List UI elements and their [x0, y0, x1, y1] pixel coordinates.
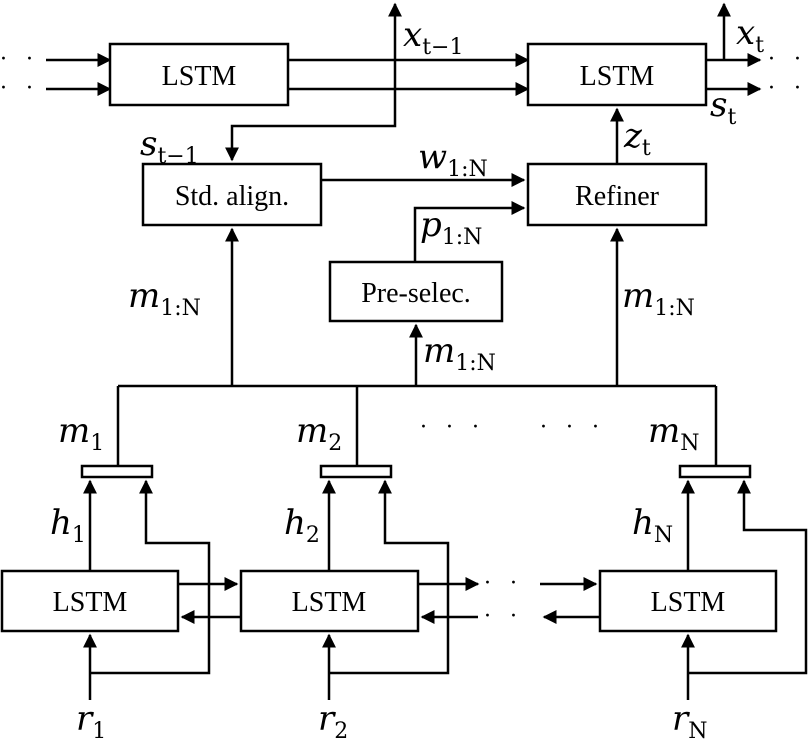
refiner-label: Refiner	[575, 181, 660, 212]
lstm-prev-box	[108, 42, 290, 107]
encoder-lstm-2-label: LSTM	[292, 587, 367, 618]
std-align-label: Std. align.	[175, 181, 289, 212]
skip-r2	[329, 479, 450, 675]
encoder-lstm-1-label: LSTM	[53, 587, 128, 618]
pre-selec-label: Pre-selec.	[361, 278, 471, 309]
x-t-label: xt	[736, 13, 764, 58]
ellipsis-bottom-1: · ·	[484, 571, 523, 596]
concat-bar-n	[678, 464, 752, 479]
refiner-box	[526, 162, 708, 227]
s-t-label: st	[710, 85, 736, 130]
ellipsis-bottom-2: · ·	[484, 604, 523, 629]
m1-label: m1	[58, 411, 104, 456]
arrow-s-prev-to-align	[225, 60, 397, 162]
x-prev-label: xt−1	[403, 15, 463, 60]
rN-label: rN	[672, 699, 708, 739]
skip-r1	[90, 479, 211, 675]
hN-label: hN	[632, 503, 673, 548]
concat-bar-1	[80, 464, 154, 479]
r1-label: r1	[76, 699, 106, 739]
encoder-lstm-n-box	[598, 569, 778, 633]
lstm-curr-box	[526, 42, 708, 107]
ellipsis-top-left-2: · ·	[0, 76, 39, 101]
skip-rN	[688, 479, 808, 675]
mN-label: mN	[648, 411, 700, 456]
m-right-label: m1:N	[622, 276, 695, 321]
z-t-label: zt	[623, 116, 651, 161]
h2-label: h2	[284, 503, 320, 548]
lstm-prev-label: LSTM	[162, 61, 237, 92]
arrow-p	[413, 201, 526, 262]
lstm-curr-label: LSTM	[580, 61, 655, 92]
ellipsis-top-left: · ·	[0, 47, 39, 72]
h1-label: h1	[50, 503, 86, 548]
r2-label: r2	[318, 699, 348, 739]
std-align-box	[141, 162, 323, 227]
m2-label: m2	[296, 411, 342, 456]
pre-selec-box	[328, 260, 504, 323]
s-prev-label: st−1	[140, 124, 199, 169]
concat-bar-2	[319, 464, 393, 479]
encoder-lstm-n-label: LSTM	[651, 587, 726, 618]
encoder-lstm-2-box	[239, 569, 420, 633]
ellipsis-top-right: · ·	[768, 47, 807, 72]
w-label: w1:N	[418, 137, 488, 182]
ellipsis-top-right-2: · ·	[768, 76, 807, 101]
ellipsis-mid-2: · · ·	[540, 415, 605, 440]
m-left-label: m1:N	[128, 276, 201, 321]
m-mid-label: m1:N	[423, 331, 496, 376]
p-label: p1:N	[420, 205, 482, 250]
ellipsis-mid-1: · · ·	[420, 415, 485, 440]
